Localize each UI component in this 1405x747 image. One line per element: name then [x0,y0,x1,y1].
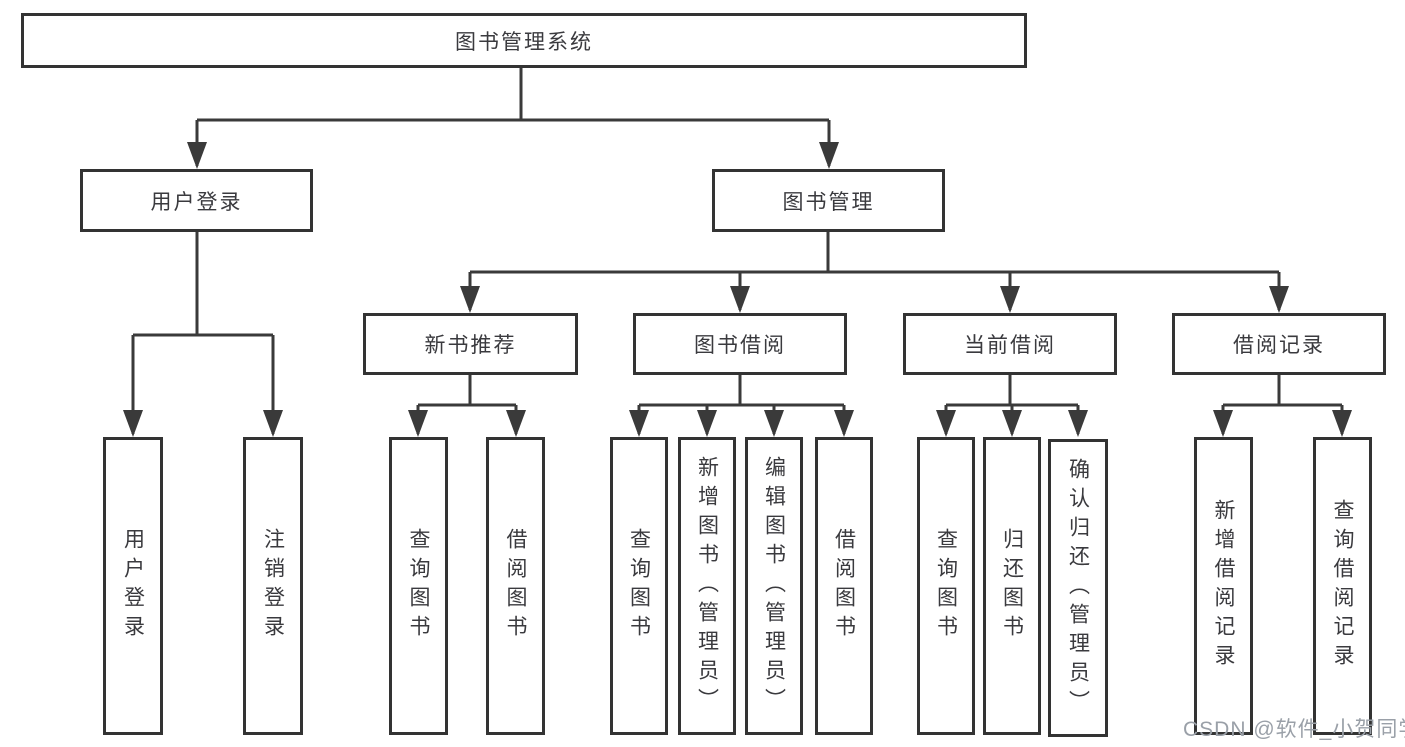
leaf-add-borrow-record: 新增借阅记录 [1194,437,1253,735]
leaf-confirm-return-admin-label: 确认归还（管理员） [1066,457,1090,719]
leaf-query-books-current-label: 查询图书 [934,528,958,644]
arrow-down-icon [263,410,283,437]
node-new-book-recommend: 新书推荐 [363,313,578,375]
arrow-down-icon [460,286,480,313]
arrow-down-icon [1332,410,1352,437]
arrow-down-icon [1068,410,1088,437]
leaf-query-borrow-record-label: 查询借阅记录 [1331,499,1354,673]
leaf-add-book-admin: 新增图书（管理员） [678,437,736,735]
leaf-user-login: 用户登录 [103,437,163,735]
leaf-query-books-newbooks: 查询图书 [389,437,448,735]
node-book-borrow-label: 图书借阅 [694,334,786,357]
leaf-logout-label: 注销登录 [261,528,285,644]
arrow-down-icon [730,286,750,313]
arrow-down-icon [697,410,717,437]
node-borrow-records: 借阅记录 [1172,313,1386,375]
leaf-query-books-borrow: 查询图书 [610,437,668,735]
leaf-query-books-newbooks-label: 查询图书 [407,528,430,644]
node-book-borrow: 图书借阅 [633,313,847,375]
node-user-login: 用户登录 [80,169,313,232]
node-library-system-label: 图书管理系统 [455,30,593,54]
arrow-down-icon [187,142,207,169]
leaf-edit-book-admin: 编辑图书（管理员） [745,437,803,735]
arrowhead-icons [123,142,1352,437]
arrow-down-icon [1002,410,1022,437]
arrow-down-icon [408,410,428,437]
connector-lines [131,68,1344,434]
arrow-down-icon [506,410,526,437]
node-borrow-records-label: 借阅记录 [1233,334,1325,357]
leaf-return-books-label: 归还图书 [1000,528,1024,644]
leaf-user-login-label: 用户登录 [121,528,145,644]
leaf-borrow-books-newbooks-label: 借阅图书 [504,528,527,644]
leaf-add-book-admin-label: 新增图书（管理员） [695,455,719,717]
arrow-down-icon [1000,286,1020,313]
node-library-system: 图书管理系统 [21,13,1027,68]
arrow-down-icon [1213,410,1233,437]
leaf-query-books-current: 查询图书 [917,437,975,735]
node-current-borrow-label: 当前借阅 [964,334,1056,357]
arrow-down-icon [123,410,143,437]
leaf-borrow-books-newbooks: 借阅图书 [486,437,545,735]
leaf-query-books-borrow-label: 查询图书 [627,528,651,644]
node-new-book-recommend-label: 新书推荐 [424,334,517,357]
arrow-down-icon [764,410,784,437]
arrow-down-icon [1269,286,1289,313]
node-current-borrow: 当前借阅 [903,313,1117,375]
leaf-return-books: 归还图书 [983,437,1041,735]
node-book-management: 图书管理 [712,169,945,232]
leaf-borrow-books-borrow: 借阅图书 [815,437,873,735]
leaf-query-borrow-record: 查询借阅记录 [1313,437,1372,735]
leaf-logout: 注销登录 [243,437,303,735]
node-book-management-label: 图书管理 [782,190,875,214]
leaf-borrow-books-borrow-label: 借阅图书 [832,528,856,644]
arrow-down-icon [936,410,956,437]
arrow-down-icon [834,410,854,437]
leaf-add-borrow-record-label: 新增借阅记录 [1212,499,1235,673]
node-user-login-label: 用户登录 [150,190,243,214]
arrow-down-icon [629,410,649,437]
csdn-watermark: CSDN @软件_小贺同学 [1183,718,1405,741]
leaf-edit-book-admin-label: 编辑图书（管理员） [762,455,786,717]
arrow-down-icon [819,142,839,169]
leaf-confirm-return-admin: 确认归还（管理员） [1048,439,1108,737]
